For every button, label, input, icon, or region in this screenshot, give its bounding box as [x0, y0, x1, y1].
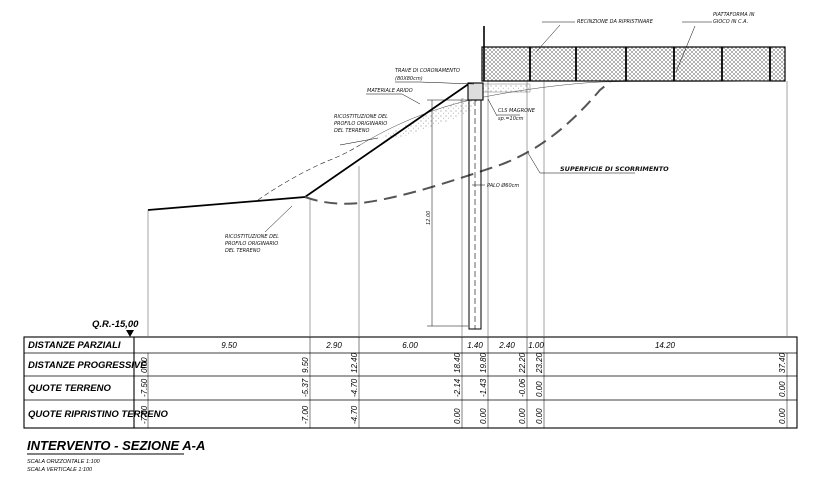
terrain-4: -2.14 [453, 378, 462, 397]
reconstruction-top-2: PROFILO ORIGINARIO [334, 121, 387, 127]
granular-fill [378, 84, 482, 138]
lean-concrete-label-1: CLS MAGRONE [498, 108, 536, 114]
partial-distance-2: 2.90 [325, 341, 342, 350]
fence-posts [529, 47, 771, 81]
restored-2: -7.00 [301, 405, 310, 424]
platform-label-1: PIATTAFORMA IN [713, 12, 755, 18]
row-label-partial: DISTANZE PARZIALI [28, 340, 121, 351]
progressive-5: 19.80 [479, 352, 488, 373]
terrain-7: 0.00 [535, 381, 544, 397]
sliding-surface-label: SUPERFICIE DI SCORRIMENTO [560, 165, 669, 173]
restored-slope [147, 82, 471, 211]
progressive-3: 12.40 [350, 352, 359, 373]
row-label-restored: QUOTE RIPRISTINO TERRENO [28, 409, 168, 420]
leader-lines [264, 21, 712, 233]
vertical-scale: SCALA VERTICALE 1:100 [27, 467, 93, 473]
partial-distance-3: 6.00 [402, 341, 418, 350]
restored-6: 0.00 [518, 408, 527, 424]
terrain-1: -7.50 [140, 378, 149, 397]
restored-5: 0.00 [479, 408, 488, 424]
restored-3: -4.70 [350, 405, 359, 424]
progressive-1: 0.00 [140, 357, 149, 373]
reconstruction-bottom-1: RICOSTITUZIONE DEL [225, 234, 279, 240]
terrain-2: -5.37 [301, 378, 310, 397]
partial-distance-6: 1.00 [528, 341, 544, 350]
progressive-7: 23.20 [535, 352, 544, 374]
sliding-surface [304, 81, 611, 205]
terrain-5: -1.43 [479, 378, 488, 397]
reconstruction-top-1: RICOSTITUZIONE DEL [334, 114, 388, 120]
reference-level-marker [126, 330, 134, 337]
restored-1: -7.50 [140, 405, 149, 424]
section-title: INTERVENTO - SEZIONE A-A [27, 438, 205, 453]
coping-beam [467, 82, 484, 101]
partial-distance-7: 14.20 [655, 341, 676, 350]
fence-label: RECINZIONE DA RIPRISTINARE [577, 19, 654, 25]
original-profile [257, 144, 361, 201]
terrain-6: -0.06 [518, 378, 527, 397]
terrain-3: -4.70 [350, 378, 359, 397]
reference-verticals [147, 80, 788, 336]
progressive-4: 18.40 [453, 352, 462, 373]
row-label-progressive: DISTANZE PROGRESSIVE [28, 360, 147, 371]
platform-slab [481, 46, 786, 82]
reference-level: Q.R.-15,00 [92, 319, 139, 330]
pile-length-label: 12.00 [426, 211, 432, 225]
partial-distance-4: 1.40 [467, 341, 483, 350]
original-profile-upper [359, 80, 771, 146]
lean-concrete-label-2: sp.=10cm [498, 116, 524, 122]
reconstruction-bottom-3: DEL TERRENO [225, 248, 260, 254]
partial-distance-1: 9.50 [221, 341, 237, 350]
progressive-2: 9.50 [301, 357, 310, 373]
restored-7: 0.00 [535, 408, 544, 424]
pile-label: PALO Ø60cm [487, 182, 519, 189]
row-label-terrain: QUOTE TERRENO [28, 383, 111, 394]
restored-4: 0.00 [453, 408, 462, 424]
progressive-6: 22.20 [518, 352, 527, 374]
reconstruction-bottom-2: PROFILO ORIGINARIO [225, 241, 278, 247]
partial-distance-5: 2.40 [498, 341, 515, 350]
granular-label: MATERIALE ARIDO [367, 88, 413, 94]
distance-table [23, 336, 798, 429]
reconstruction-top-3: DEL TERRENO [334, 128, 369, 134]
terrain-8: 0.00 [778, 381, 787, 397]
platform-label-2: GIOCO IN C.A. [713, 19, 748, 25]
restored-8: 0.00 [778, 408, 787, 424]
beam-label-1: TRAVE DI CORONAMENTO [395, 68, 460, 74]
beam-label-2: (80X80cm) [395, 76, 423, 82]
horizontal-scale: SCALA ORIZZONTALE 1:100 [27, 459, 101, 465]
progressive-8: 37.40 [778, 352, 787, 373]
